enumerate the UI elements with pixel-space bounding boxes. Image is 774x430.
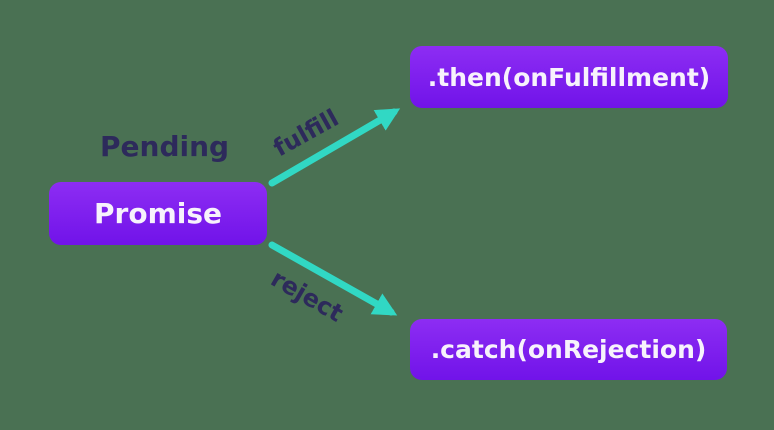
then-handler-node: .then(onFulfillment) (410, 46, 728, 108)
promise-node: Promise (49, 182, 267, 245)
catch-handler-node-label: .catch(onRejection) (430, 335, 707, 364)
fulfill-arrow (268, 108, 401, 187)
promise-node-label: Promise (94, 197, 222, 230)
pending-state-label: Pending (100, 130, 230, 163)
catch-handler-node: .catch(onRejection) (410, 319, 727, 380)
reject-arrow (268, 241, 398, 316)
then-handler-node-label: .then(onFulfillment) (427, 62, 711, 92)
